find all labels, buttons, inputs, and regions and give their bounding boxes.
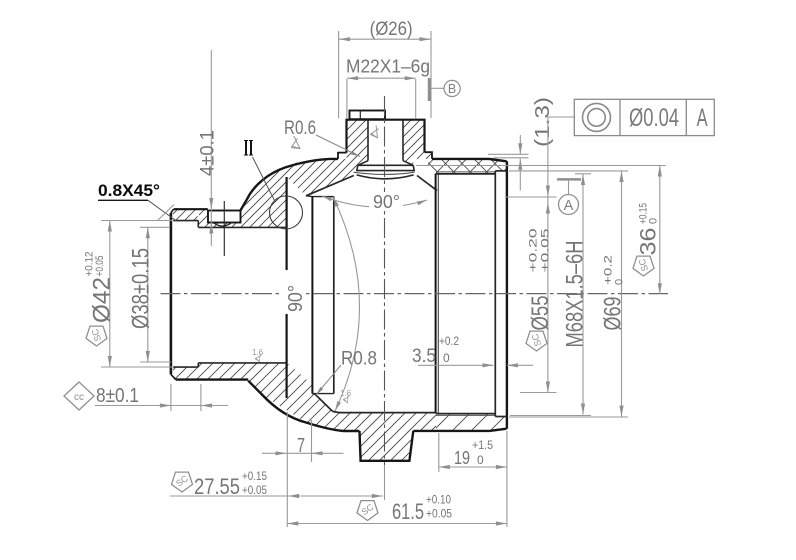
- svg-text:R0.8: R0.8: [341, 348, 377, 370]
- svg-text:(Ø26): (Ø26): [370, 19, 413, 40]
- svg-text:1.6: 1.6: [340, 389, 352, 398]
- svg-text:R0.6: R0.6: [284, 118, 316, 139]
- svg-text:3.5: 3.5: [412, 345, 436, 367]
- svg-text:A: A: [697, 104, 708, 132]
- svg-text:M22X1–6g: M22X1–6g: [346, 57, 430, 77]
- svg-text:+1.5: +1.5: [472, 438, 493, 452]
- svg-text:Ø38±0.15: Ø38±0.15: [128, 248, 155, 329]
- svg-text:36: 36: [636, 228, 661, 256]
- svg-text:90°: 90°: [373, 192, 400, 212]
- svg-text:4±0.1: 4±0.1: [198, 130, 219, 176]
- svg-text:8±0.1: 8±0.1: [96, 385, 139, 407]
- svg-text:7: 7: [297, 435, 305, 457]
- svg-text:+0.20: +0.20: [528, 229, 540, 273]
- svg-text:+0.05: +0.05: [540, 229, 552, 273]
- svg-text:M68X1.5–6H: M68X1.5–6H: [562, 241, 589, 348]
- svg-text:90°: 90°: [285, 285, 307, 312]
- svg-text:SC: SC: [637, 257, 651, 272]
- svg-text:0: 0: [614, 279, 626, 285]
- svg-text:+0.05: +0.05: [426, 507, 452, 521]
- svg-text:B: B: [448, 82, 456, 96]
- svg-text:+0.05: +0.05: [94, 256, 106, 277]
- svg-text:II: II: [244, 136, 254, 161]
- svg-text:Ø0.04: Ø0.04: [629, 104, 679, 132]
- svg-text:+0.2: +0.2: [439, 334, 459, 348]
- svg-text:+0.15: +0.15: [638, 203, 650, 224]
- svg-text:+0.12: +0.12: [84, 252, 96, 277]
- svg-text:(1.3): (1.3): [532, 97, 554, 147]
- svg-text:SC: SC: [90, 327, 104, 342]
- svg-text:27.55: 27.55: [194, 474, 240, 499]
- svg-text:Ø69: Ø69: [600, 297, 627, 331]
- svg-text:+0.05: +0.05: [242, 483, 267, 497]
- svg-text:0: 0: [648, 218, 660, 224]
- svg-text:Ø55: Ø55: [527, 296, 554, 331]
- svg-text:+0.15: +0.15: [242, 469, 267, 483]
- svg-text:+0.2: +0.2: [603, 255, 615, 285]
- svg-text:61.5: 61.5: [392, 499, 424, 524]
- svg-text:0: 0: [443, 351, 450, 365]
- svg-text:0: 0: [477, 453, 484, 467]
- svg-text:Ø42: Ø42: [89, 277, 116, 323]
- svg-text:1.6: 1.6: [252, 348, 264, 357]
- svg-text:SC: SC: [530, 332, 544, 347]
- svg-text:cc: cc: [74, 392, 84, 403]
- svg-text:+0.10: +0.10: [426, 493, 451, 507]
- svg-text:0.8X45°: 0.8X45°: [98, 182, 160, 200]
- svg-text:A: A: [564, 198, 574, 214]
- svg-text:19: 19: [454, 448, 470, 468]
